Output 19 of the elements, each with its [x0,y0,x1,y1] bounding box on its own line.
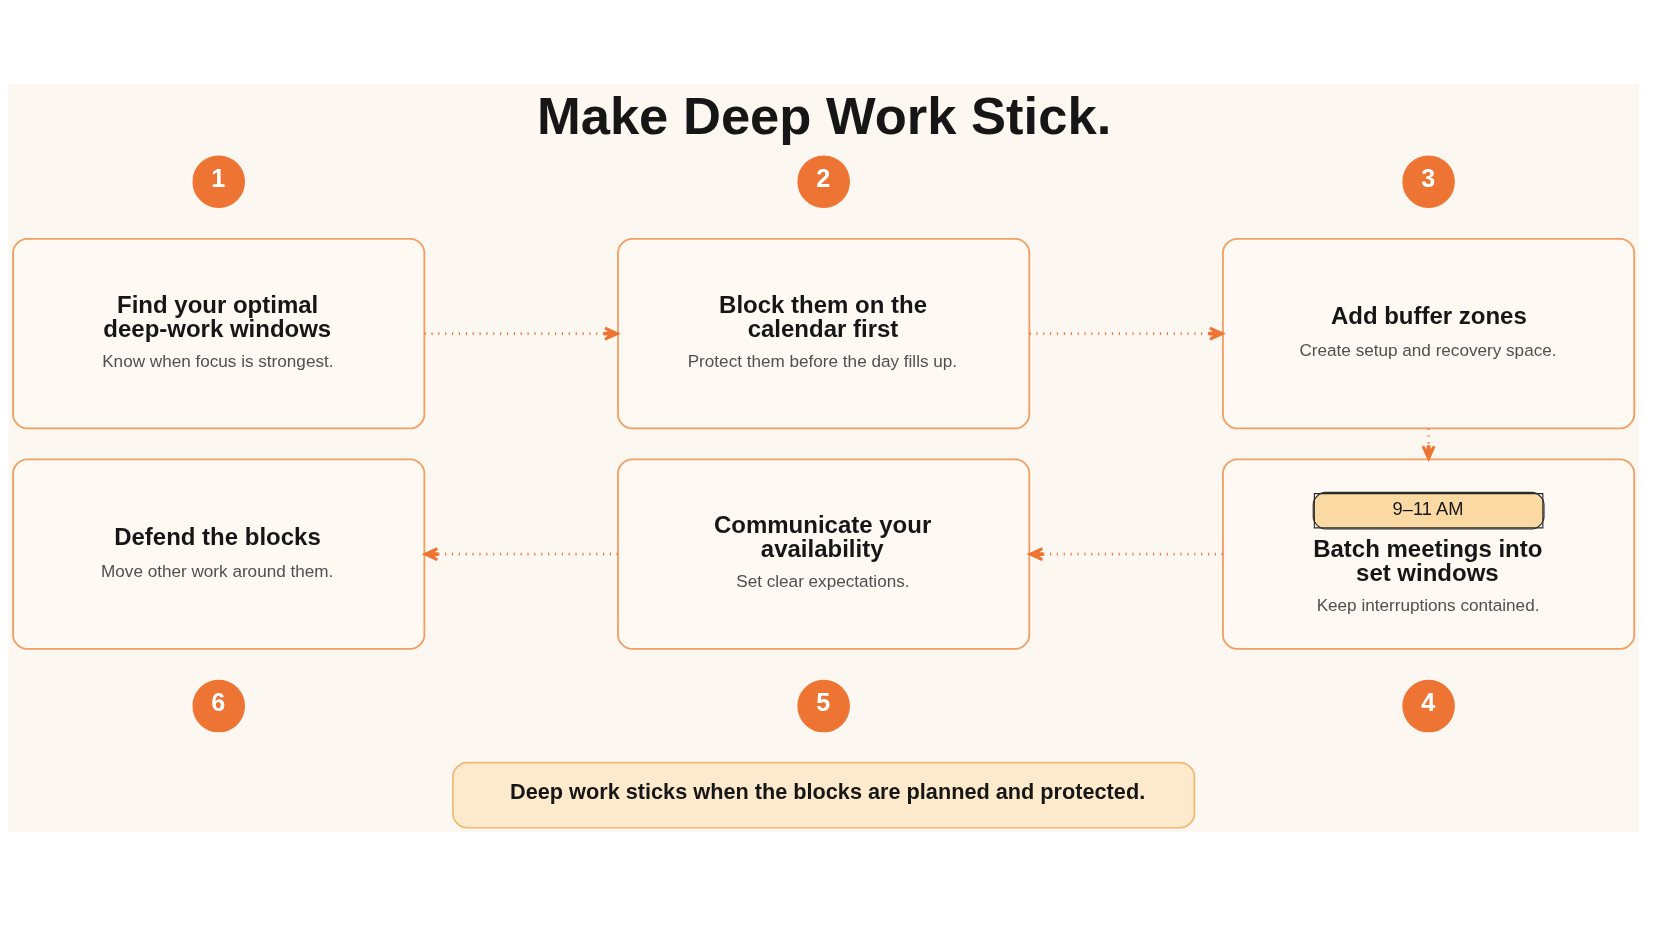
node-box: Communicate your availability Set clear expectations. [617,458,1031,650]
arrow [423,547,618,562]
diagram-title: Make Deep Work Stick. [536,86,1112,146]
node-box: Deep work sticks when the blocks are planned and protected. [452,761,1196,829]
node-circle: 5 [797,679,850,733]
node-circle: 2 [797,155,850,208]
node-circle: 4 [1402,679,1455,733]
node-box: Add buffer zones Create setup and recovery space. [1222,237,1636,430]
node-box: Find your optimal deep-work windows Know when focus is strongest. [12,237,426,430]
node-circle: 1 [192,155,245,208]
arrow [1029,326,1224,341]
node-circle: 6 [192,679,245,733]
node-box: 9–11 AM Batch meetings into set windows Keep interruptions contained. [1222,458,1636,650]
arrow [424,326,619,341]
node-box: Block them on the calendar first Protect them before the day fills up. [617,237,1031,430]
node-box: Defend the blocks Move other work around them. [12,458,426,650]
arrow [1028,547,1223,562]
node-circle: 3 [1402,155,1455,208]
arrow [1421,428,1436,461]
